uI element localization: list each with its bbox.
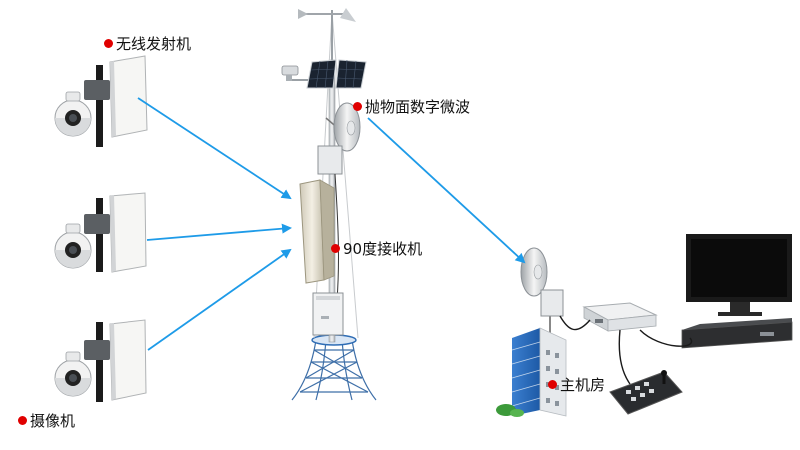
label-parabolic-microwave-text: 抛物面数字微波 bbox=[365, 98, 471, 116]
label-dot bbox=[353, 102, 362, 111]
communication-tower bbox=[281, 8, 377, 401]
lattice-tower-base bbox=[291, 339, 377, 401]
equipment-cabinet bbox=[312, 292, 344, 336]
label-dot bbox=[18, 416, 27, 425]
monitor-and-nvr bbox=[681, 234, 793, 349]
label-dot bbox=[104, 39, 113, 48]
camera-unit-middle bbox=[54, 192, 147, 273]
arrow-bottom-camera-to-receiver bbox=[147, 248, 292, 351]
outdoor-unit-box bbox=[317, 145, 343, 175]
camera-unit-bottom bbox=[54, 319, 147, 402]
arrow-microwave-to-control-room bbox=[367, 117, 526, 264]
sector-antenna-90deg bbox=[299, 179, 335, 284]
wind-vane bbox=[298, 8, 356, 60]
label-control-room-text: 主机房 bbox=[560, 376, 606, 394]
label-dot bbox=[548, 380, 557, 389]
receiver-dish-pole bbox=[520, 247, 564, 338]
network-switch bbox=[582, 302, 658, 332]
label-wireless-transmitter: 无线发射机 bbox=[104, 33, 191, 54]
arrow-middle-camera-to-receiver bbox=[146, 223, 292, 241]
label-receiver-90deg: 90度接收机 bbox=[331, 238, 422, 259]
wireless-link-arrows bbox=[137, 97, 526, 351]
label-parabolic-microwave: 抛物面数字微波 bbox=[353, 96, 470, 117]
arrow-top-camera-to-receiver bbox=[137, 97, 292, 200]
label-camera: 摄像机 bbox=[18, 410, 75, 431]
camera-unit-top bbox=[54, 55, 148, 147]
data-cables bbox=[559, 315, 693, 385]
label-wireless-transmitter-text: 无线发射机 bbox=[116, 35, 192, 53]
parabolic-dish-on-tower bbox=[325, 102, 361, 152]
label-receiver-90deg-text: 90度接收机 bbox=[343, 240, 423, 258]
control-room-building bbox=[496, 327, 567, 417]
label-dot bbox=[331, 244, 340, 253]
label-camera-text: 摄像机 bbox=[30, 412, 76, 430]
solar-panel bbox=[306, 59, 367, 89]
ptz-control-keyboard bbox=[609, 370, 683, 415]
label-control-room: 主机房 bbox=[548, 374, 605, 395]
